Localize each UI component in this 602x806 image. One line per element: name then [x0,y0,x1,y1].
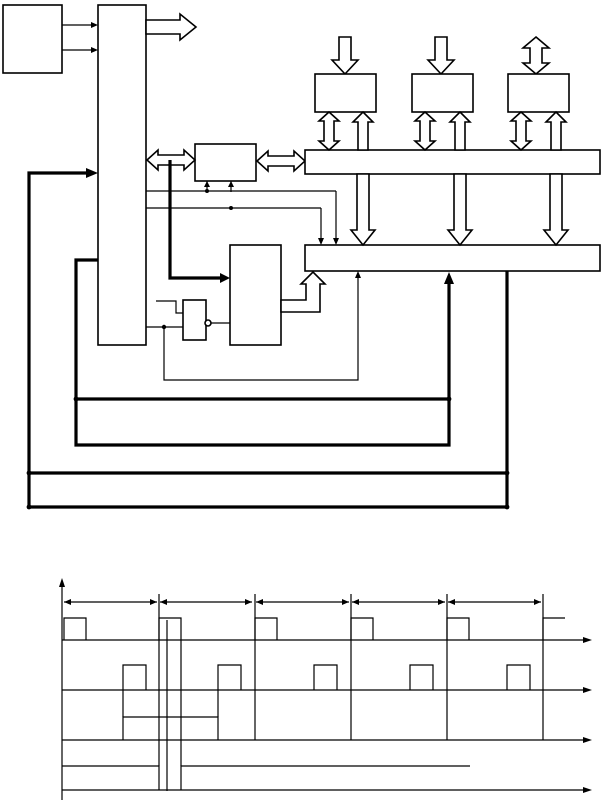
io-device-2-input-arrow [426,36,456,76]
feedback-loop-2 [26,168,510,510]
interface-block [194,143,257,182]
io-device-1-group [314,36,377,152]
io-device-1-input-arrow [330,36,360,76]
io-device-3-bidir-arrow [508,110,534,152]
gate-inversion-circle [204,319,212,327]
signal-1-clock [62,617,592,643]
timing-diagram [59,578,592,800]
period-markers [64,599,541,605]
gate-block [146,271,361,381]
source-block [2,4,63,74]
source-to-controller-lines [62,22,98,53]
output-arrow [145,12,198,42]
lower-bus [304,244,601,272]
io-device-1-up-arrow [351,110,375,151]
io-device-1-bidir-arrow [316,110,342,152]
feedback-loop-1 [73,258,454,447]
bus-down-arrow-3 [542,173,570,247]
io-device-1 [314,73,377,113]
signal-2-pulses [62,664,592,693]
io-device-2-bidir-arrow [412,110,438,152]
controller-signal-lines [146,189,339,245]
io-device-3-up-arrow [544,110,568,151]
io-device-2-group [411,36,474,152]
io-device-2 [411,73,474,113]
bus-down-arrow-1 [349,173,377,247]
counter-block [229,244,282,346]
block-diagram [2,4,601,510]
signal-3-enable [62,620,592,791]
io-device-3 [507,73,570,113]
signal-4-output [62,640,592,793]
upper-bus [304,149,601,175]
io-device-2-up-arrow [448,110,472,151]
controller-block [97,4,147,346]
io-device-3-group [507,35,570,152]
interface-bus-bidir-arrow [255,149,307,173]
bus-to-bus-arrows [349,173,570,247]
controller-to-counter-thick-line [168,160,230,283]
counter-to-bus-arrow [280,270,327,313]
io-device-3-bidir-input-arrow [520,35,552,76]
bus-down-arrow-2 [446,173,474,247]
